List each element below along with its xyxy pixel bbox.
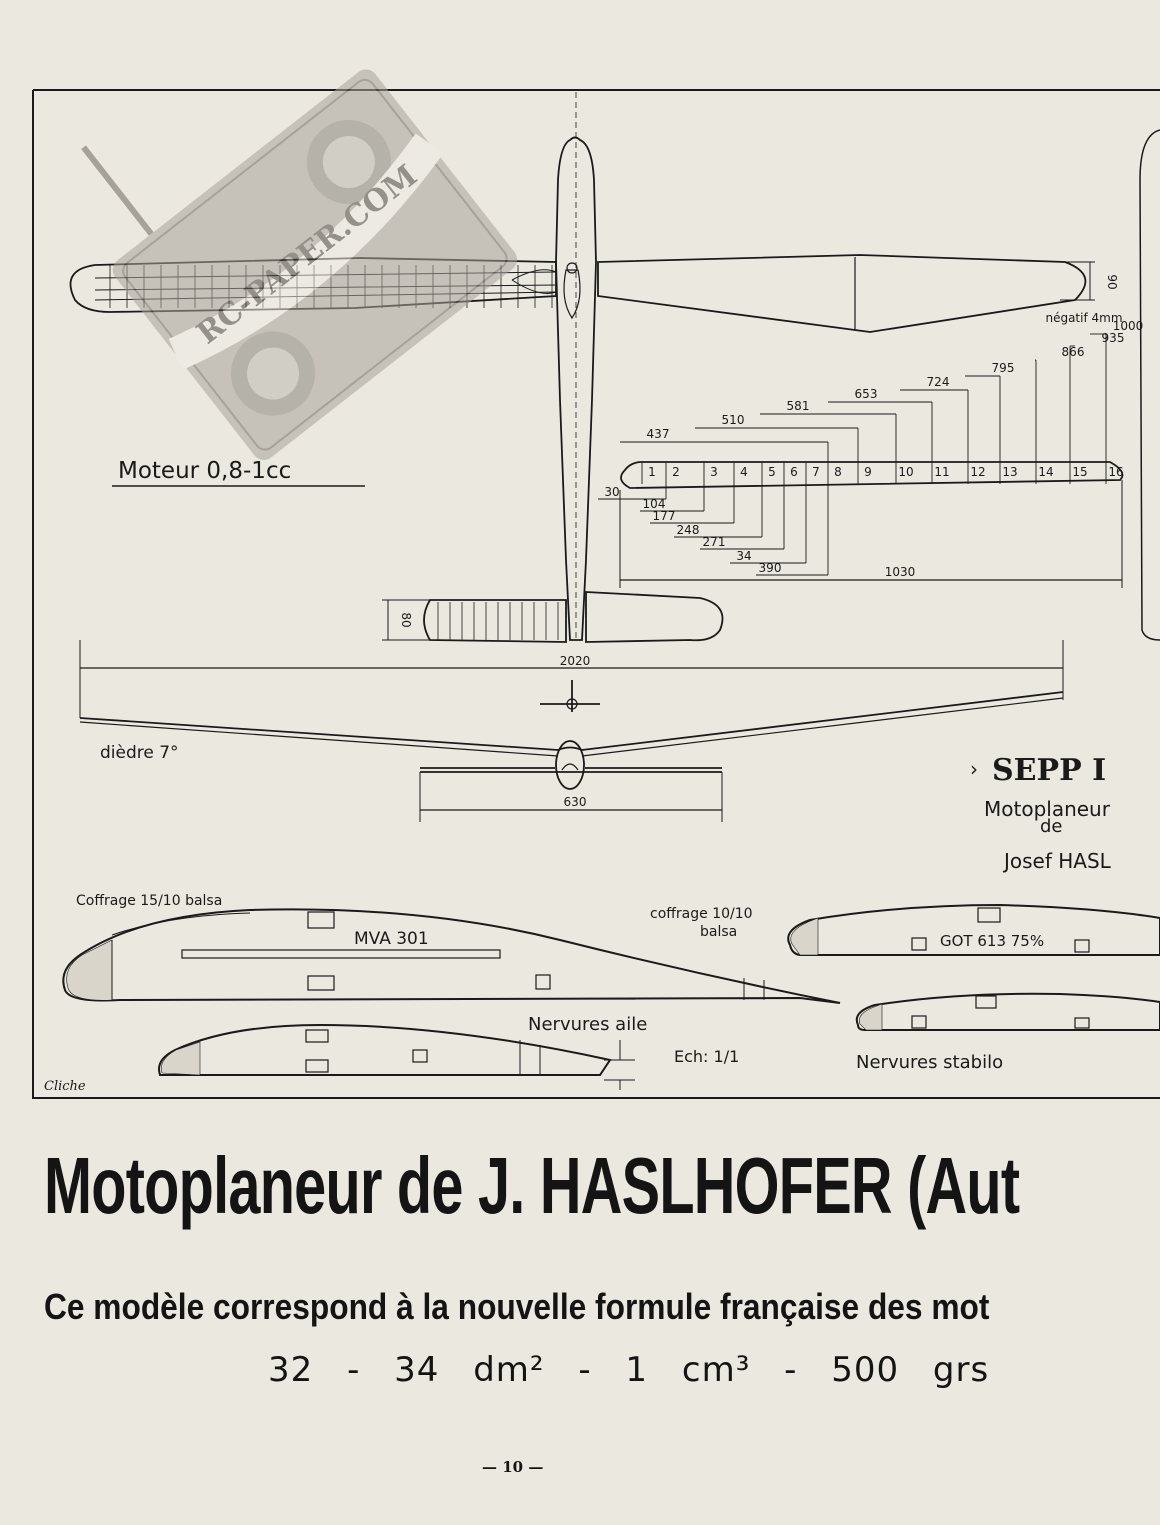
rib-number: 12 <box>970 465 985 479</box>
stab-span-dimension: 630 <box>564 795 587 809</box>
station-top-label: 581 <box>787 399 810 413</box>
wing-ribs-label: Nervures aile <box>528 1014 647 1035</box>
stab-rib-small <box>855 992 1160 1031</box>
article-title: Motoplaneur de J. HASLHOFER (Aut <box>44 1141 1020 1230</box>
draftsman-signature: Cliche <box>44 1079 86 1094</box>
station-top-label: 437 <box>647 427 670 441</box>
wing-airfoil-label: MVA 301 <box>354 929 429 949</box>
half-span-dimension: 1030 <box>885 565 916 579</box>
station-bottom-label: 390 <box>759 561 782 575</box>
article-specs: 32 - 34 dm² - 1 cm³ - 500 grs <box>268 1350 990 1390</box>
wing-rib-large <box>62 908 841 1004</box>
rib-number: 10 <box>898 465 913 479</box>
station-top-label: 1000 <box>1113 319 1144 333</box>
rib-number: 13 <box>1002 465 1017 479</box>
rib-number: 16 <box>1108 465 1123 479</box>
scale-label: Ech: 1/1 <box>674 1047 739 1066</box>
station-bottom-label: 30 <box>604 485 619 499</box>
wing-sheeting-label: Coffrage 15/10 balsa <box>76 893 222 909</box>
rib-number: 4 <box>740 465 748 479</box>
station-top-label: 724 <box>927 375 950 389</box>
station-bottom-label: 177 <box>653 509 676 523</box>
stab-ribs-label: Nervures stabilo <box>856 1052 1003 1073</box>
fuselage-top-view <box>555 136 597 641</box>
station-top-label: 510 <box>722 413 745 427</box>
page-number: — 10 — <box>482 1458 544 1476</box>
rib-number: 6 <box>790 465 798 479</box>
fuselage-side-view <box>1139 129 1160 641</box>
model-name: SEPP I <box>992 753 1106 788</box>
svg-text:›: › <box>970 757 978 781</box>
stab-sheeting-line1: coffrage 10/10 <box>650 906 753 922</box>
rib-number: 9 <box>864 465 872 479</box>
station-bottom-label: 34 <box>736 549 751 563</box>
rib-number: 11 <box>934 465 949 479</box>
dihedral-label: dièdre 7° <box>100 743 179 763</box>
rib-number: 8 <box>834 465 842 479</box>
rc-paper-watermark: RC-PAPER.COM <box>81 69 518 460</box>
stab-chord-dimension: 80 <box>399 612 413 627</box>
station-top-label: 866 <box>1062 345 1085 359</box>
rib-number: 15 <box>1072 465 1087 479</box>
plan-frame <box>32 89 1160 1099</box>
motor-label: Moteur 0,8-1cc <box>118 458 291 484</box>
rib-number: 2 <box>672 465 680 479</box>
stab-rib-large <box>787 903 1160 956</box>
article-subtitle: Ce modèle correspond à la nouvelle formu… <box>44 1286 990 1327</box>
designer-name: Josef HASL <box>1002 849 1112 873</box>
span-dimension: 2020 <box>560 654 591 668</box>
washout-label: négatif 4mm <box>1045 311 1122 325</box>
model-type-line2: de <box>1040 816 1063 837</box>
stab-airfoil-label: GOT 613 75% <box>940 932 1044 950</box>
rib-number: 3 <box>710 465 718 479</box>
stab-sheeting-line2: balsa <box>700 924 737 940</box>
model-type-line1: Motoplaneur <box>984 797 1111 821</box>
front-view <box>79 640 1064 822</box>
station-top-label: 935 <box>1102 331 1125 345</box>
rib-number: 1 <box>648 465 656 479</box>
rib-number: 14 <box>1038 465 1053 479</box>
station-bottom-label: 271 <box>703 535 726 549</box>
station-top-label: 653 <box>855 387 878 401</box>
tip-chord-dimension: 90 <box>1105 274 1119 289</box>
rib-number: 7 <box>812 465 820 479</box>
stabilizer-top-view <box>382 591 724 643</box>
station-top-label: 795 <box>992 361 1015 375</box>
rib-number: 5 <box>768 465 776 479</box>
station-bottom-label: 104 <box>643 497 666 511</box>
wing-rib-small <box>158 1023 635 1090</box>
station-bottom-label: 248 <box>677 523 700 537</box>
